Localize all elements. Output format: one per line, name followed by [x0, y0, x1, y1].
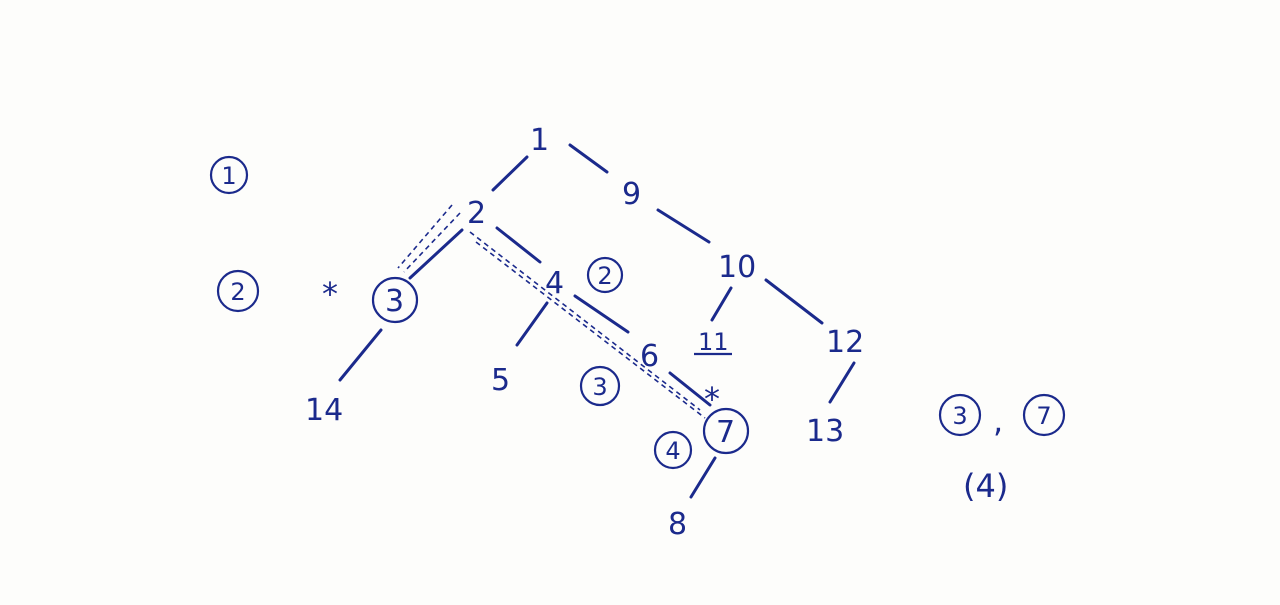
- edge-9-10: [656, 208, 711, 244]
- node-5: 5: [491, 363, 510, 398]
- node-12: 12: [826, 325, 864, 360]
- node-13: 13: [806, 414, 844, 449]
- tree-nodes: 1 2 3 4 5 6 7 8 9 10 11 12 13 14: [305, 123, 864, 542]
- node-9: 9: [622, 177, 641, 212]
- step-1-label: 1: [221, 162, 236, 190]
- step-4-label: 4: [665, 437, 680, 465]
- node-3-circle: [371, 276, 419, 324]
- step-4-circle: [653, 430, 693, 470]
- node-8: 8: [668, 507, 687, 542]
- edge-6-7: [668, 371, 712, 407]
- step-2-right-label: 2: [597, 262, 612, 290]
- step-3-circle: [579, 365, 621, 407]
- dashed-path-2-7-b: [475, 241, 706, 419]
- dashed-path-2-3-a: [397, 204, 453, 269]
- node-2: 2: [467, 196, 486, 231]
- edge-10-12: [764, 278, 824, 325]
- edge-2-3: [408, 228, 464, 280]
- node-11: 11: [698, 328, 729, 356]
- star-mark-node-7: *: [704, 380, 720, 418]
- edge-7-8: [689, 456, 717, 499]
- dashed-paths: [397, 204, 706, 419]
- star-mark-node-3: *: [322, 275, 338, 313]
- node-14: 14: [305, 393, 343, 428]
- edge-2-4: [495, 226, 542, 264]
- step-3-label: 3: [592, 373, 607, 401]
- answer-first: 3: [952, 402, 967, 430]
- node-3: 3: [385, 284, 404, 319]
- step-1-circle: [209, 155, 249, 195]
- node-4: 4: [545, 266, 564, 301]
- answer-separator: ,: [993, 402, 1003, 440]
- answer-first-circle: [938, 393, 982, 437]
- node-10: 10: [718, 250, 756, 285]
- step-2-left-label: 2: [230, 278, 245, 306]
- node-1: 1: [530, 123, 549, 158]
- step-2-right-circle: [586, 256, 624, 294]
- node-7: 7: [716, 415, 735, 450]
- edge-10-11: [710, 286, 733, 322]
- edge-3-14: [338, 328, 383, 382]
- step-markers: 1 2 2 3 4: [209, 155, 693, 470]
- step-2-left-circle: [216, 269, 260, 313]
- edge-12-13: [828, 361, 856, 404]
- dashed-path-2-7-a: [469, 231, 701, 411]
- answer-second: 7: [1036, 402, 1051, 430]
- answer-note: 3 , 7 (4): [938, 393, 1066, 505]
- edge-4-5: [515, 301, 549, 347]
- answer-second-circle: [1022, 393, 1066, 437]
- edge-1-2: [491, 155, 529, 192]
- edge-1-9: [568, 143, 609, 174]
- dashed-path-2-3-b: [403, 212, 461, 273]
- node-6: 6: [640, 339, 659, 374]
- edge-4-6: [573, 294, 630, 334]
- node-7-circle: [702, 407, 750, 455]
- tree-edges: [338, 143, 856, 499]
- answer-distance: (4): [963, 467, 1008, 505]
